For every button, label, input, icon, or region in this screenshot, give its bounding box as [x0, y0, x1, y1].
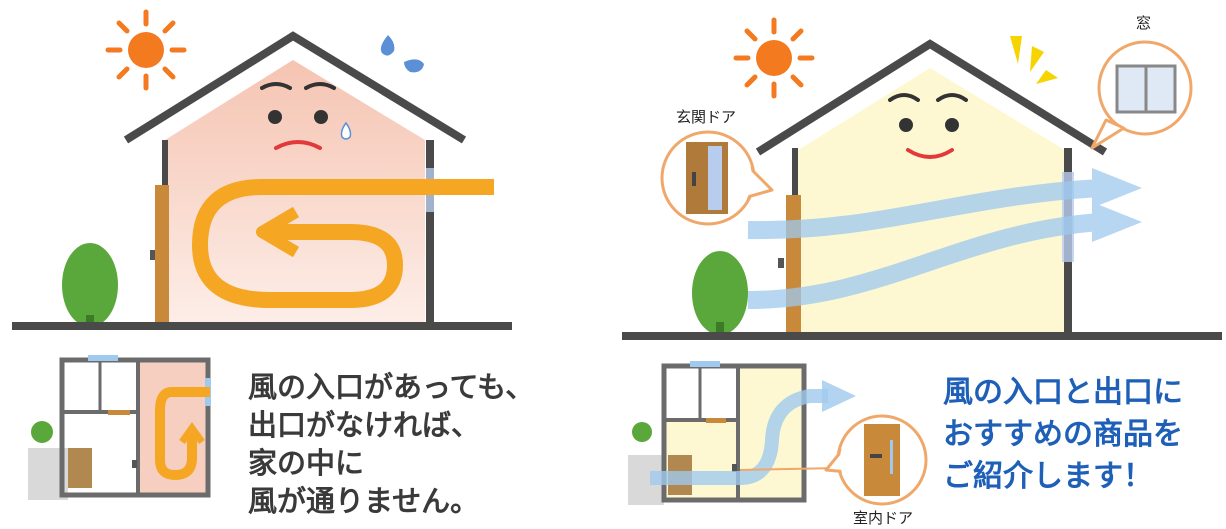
left-message-line: 風が通りません。	[248, 484, 480, 518]
left-ground	[12, 322, 512, 330]
entrance-door-callout	[660, 130, 774, 226]
left-message: 風の入口があっても、 出口がなければ、 家の中に 風が通りません。	[248, 368, 548, 520]
right-message: 風の入口と出口に おすすめの商品を ご紹介します！	[943, 372, 1226, 498]
left-message-line: 出口がなければ、	[248, 408, 481, 442]
left-sun-icon	[105, 9, 187, 91]
left-message-line: 家の中に	[248, 446, 365, 480]
right-floor-plan	[628, 361, 856, 505]
right-message-line: おすすめの商品を	[943, 417, 1183, 452]
left-bush	[62, 243, 118, 327]
air-flow-arrows-icon	[747, 168, 1142, 309]
right-bush	[692, 251, 748, 335]
right-message-line: 風の入口と出口に	[943, 375, 1183, 410]
left-entrance-door	[155, 185, 169, 325]
worried-face	[260, 82, 352, 150]
interior-door-label: 室内ドア	[853, 509, 914, 527]
sweat-drops-icon	[380, 35, 424, 73]
right-ground	[622, 332, 1222, 340]
entrance-door-label: 玄関ドア	[676, 108, 737, 126]
window-label: 窓	[1136, 14, 1152, 32]
left-message-line: 風の入口があっても、	[248, 370, 535, 404]
window-callout	[1090, 40, 1193, 150]
left-floor-plan	[28, 355, 211, 500]
right-message-line: ご紹介します！	[943, 459, 1153, 494]
right-sun-icon	[733, 17, 815, 99]
sparkle-icon	[1010, 36, 1058, 84]
stagnant-air-flow-icon	[192, 179, 494, 308]
interior-door-callout	[739, 414, 928, 506]
right-entrance-door	[786, 195, 801, 333]
happy-face	[888, 93, 968, 159]
